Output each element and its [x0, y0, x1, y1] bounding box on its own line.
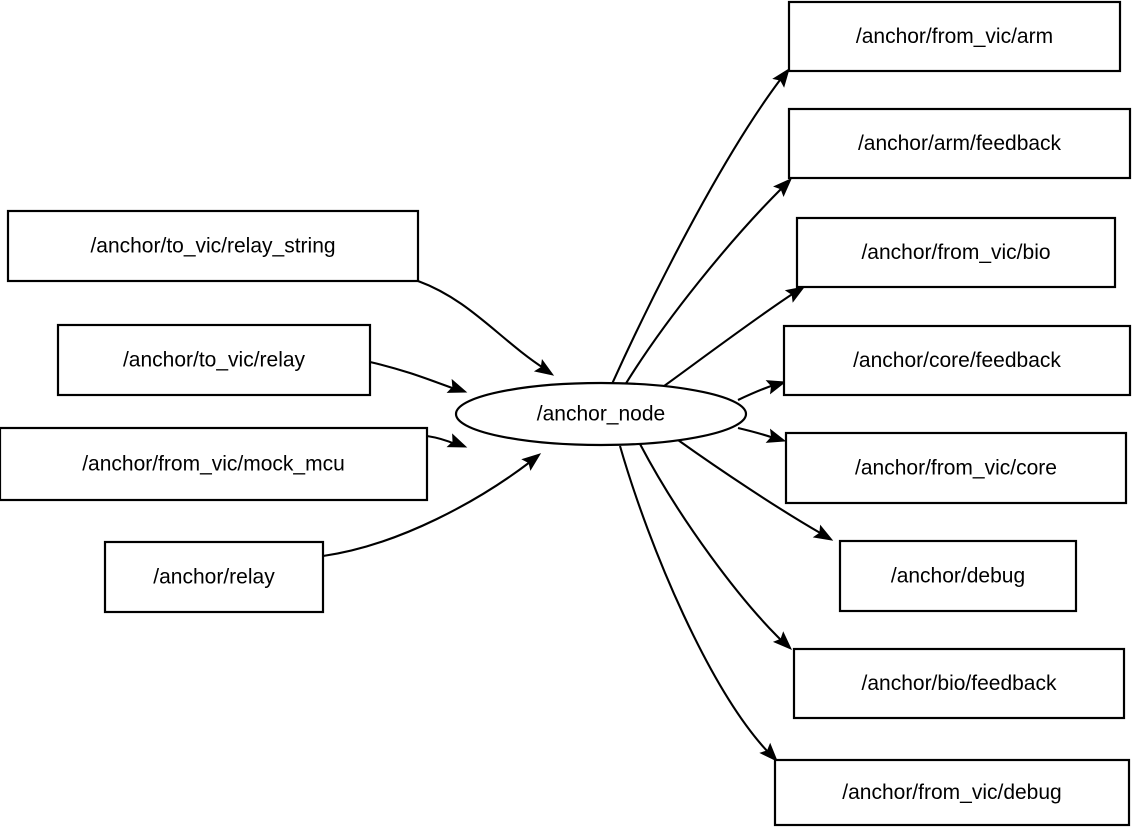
node-inputs-to_vic_relay[interactable]: /anchor/to_vic/relay [56, 323, 372, 397]
edge-line [677, 439, 823, 535]
node-ellipse[interactable] [454, 381, 748, 447]
edge-out-8 [618, 445, 778, 763]
edge-line [659, 292, 795, 390]
node-inputs-relay[interactable]: /anchor/relay [103, 540, 325, 614]
node-label: /anchor/from_vic/debug [842, 781, 1061, 804]
node-rect[interactable] [782, 324, 1132, 397]
edge-out-5 [737, 426, 787, 443]
edge-out-7 [639, 443, 793, 650]
edge-in-2 [369, 360, 468, 393]
edge-in-1 [417, 280, 555, 376]
arrowhead-icon [765, 380, 787, 395]
node-label: /anchor/relay [153, 566, 275, 589]
node-center-anchor_node[interactable]: /anchor_node [454, 381, 748, 447]
arrowhead-icon [521, 453, 542, 471]
edge-line [618, 445, 769, 753]
node-label: /anchor/arm/feedback [858, 132, 1062, 155]
edge-in-4 [322, 453, 542, 558]
node-outputs-from_vic_bio[interactable]: /anchor/from_vic/bio [795, 216, 1117, 289]
arrowhead-icon [759, 742, 778, 763]
edge-out-3 [659, 286, 806, 390]
node-label: /anchor/bio/feedback [862, 672, 1057, 695]
node-rect[interactable] [838, 539, 1078, 613]
node-rect[interactable] [773, 758, 1131, 827]
arrowhead-icon [765, 428, 787, 443]
arrowhead-icon [773, 178, 792, 197]
arrowhead-icon [533, 359, 555, 376]
edge-line [417, 280, 546, 370]
edge-line [624, 187, 783, 386]
node-rect[interactable] [792, 647, 1126, 720]
node-rect[interactable] [787, 0, 1122, 73]
arrowhead-icon [772, 631, 793, 650]
edge-in-3 [426, 433, 468, 448]
node-rect[interactable] [795, 216, 1117, 289]
node-outputs-from_vic_core[interactable]: /anchor/from_vic/core [784, 431, 1128, 505]
edge-line [426, 434, 456, 445]
edge-out-2 [624, 178, 792, 386]
edge-line [322, 461, 531, 558]
arrowhead-icon [812, 524, 834, 541]
node-label: /anchor/to_vic/relay_string [90, 235, 335, 258]
node-label: /anchor/core/feedback [853, 349, 1061, 372]
arrowhead-icon [784, 286, 806, 303]
node-inputs-from_vic_mock_mcu[interactable]: /anchor/from_vic/mock_mcu [0, 426, 429, 502]
node-label: /anchor/from_vic/arm [856, 25, 1053, 48]
node-label: /anchor/from_vic/bio [861, 241, 1050, 264]
edge-out-6 [677, 439, 834, 541]
node-label: /anchor/to_vic/relay [123, 349, 306, 372]
node-label: /anchor/debug [891, 565, 1025, 588]
node-rect[interactable] [784, 431, 1128, 505]
node-outputs-core_feedback[interactable]: /anchor/core/feedback [782, 324, 1132, 397]
edge-line [737, 426, 775, 439]
node-outputs-bio_feedback[interactable]: /anchor/bio/feedback [792, 647, 1126, 720]
edge-line [639, 443, 783, 642]
node-rect[interactable] [6, 209, 420, 283]
node-outputs-from_vic_arm[interactable]: /anchor/from_vic/arm [787, 0, 1122, 73]
arrowhead-icon [446, 378, 468, 393]
node-label: /anchor/from_vic/mock_mcu [82, 453, 345, 476]
arrowhead-icon [446, 433, 468, 448]
arrowhead-icon [772, 67, 790, 88]
node-outputs-arm_feedback[interactable]: /anchor/arm/feedback [787, 107, 1132, 180]
edges-layer [322, 67, 834, 763]
node-rect[interactable] [56, 323, 372, 397]
edge-line [369, 360, 456, 390]
edge-line [611, 79, 781, 385]
node-rect[interactable] [787, 107, 1132, 180]
node-outputs-debug[interactable]: /anchor/debug [838, 539, 1078, 613]
edge-out-1 [611, 67, 790, 385]
edge-line [737, 384, 775, 401]
node-rect[interactable] [103, 540, 325, 614]
node-outputs-from_vic_debug[interactable]: /anchor/from_vic/debug [773, 758, 1131, 827]
node-label: /anchor_node [537, 403, 665, 426]
node-rect[interactable] [0, 426, 429, 502]
node-inputs-to_vic_relay_string[interactable]: /anchor/to_vic/relay_string [6, 209, 420, 283]
edge-out-4 [737, 380, 787, 401]
node-label: /anchor/from_vic/core [855, 457, 1057, 480]
